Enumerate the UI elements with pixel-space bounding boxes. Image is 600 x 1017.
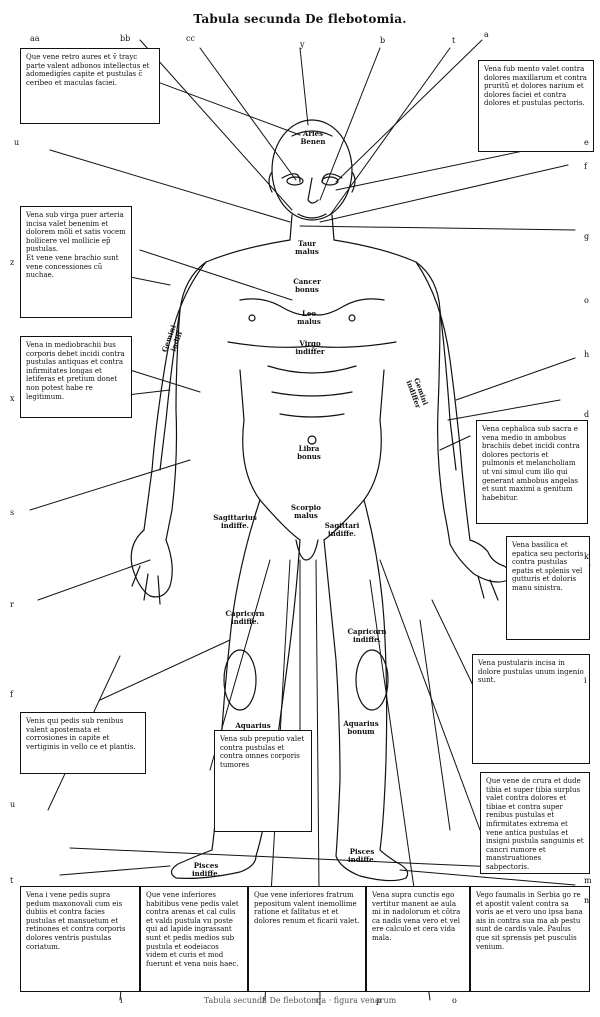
- letter-k: k: [584, 552, 589, 561]
- page-title: Tabula secunda De flebotomia.: [193, 12, 407, 26]
- letter-e: e: [584, 138, 589, 147]
- text-box-right-3: Vena basilica et epatica seu pectoris co…: [506, 536, 590, 640]
- label-pisces-left: Pisces indiffe.: [192, 861, 220, 878]
- letter-t-left: t: [10, 876, 14, 885]
- text-box-left-2: Vena sub virga puer arteria incisa valet…: [20, 206, 132, 318]
- letter-m: m: [584, 876, 592, 885]
- text-box-left-3: Vena in mediobrachii bus corporis debet …: [20, 336, 132, 418]
- label-aries: Aries Benen: [300, 129, 326, 146]
- text-box-center: Vena sub preputio valet contra pustulas …: [214, 730, 312, 832]
- head: [268, 119, 356, 221]
- text-box-left-4: Venis qui pedis sub renibus valent apost…: [20, 712, 146, 774]
- label-leo: Leo malus: [297, 309, 321, 326]
- letter-bb: bb: [120, 34, 131, 43]
- label-aquarius-right: Aquarius bonum: [343, 719, 379, 736]
- letter-f-bottom: f: [262, 996, 265, 1005]
- label-scorpio: Scorpio malus: [291, 503, 321, 520]
- text-box-right-4: Vena pustularis incisa in dolore pustula…: [472, 654, 590, 764]
- left-arm: [130, 261, 207, 605]
- letter-b: b: [380, 36, 386, 45]
- label-libra: Libra bonus: [297, 444, 321, 461]
- text-box-bottom-3: Que vene inferiores fratrum pepositum va…: [248, 886, 366, 992]
- letter-f-left: f: [10, 690, 13, 699]
- label-sagittarius-left: Sagittarius indiffe.: [213, 513, 257, 530]
- letter-s: s: [10, 508, 15, 517]
- letter-h: h: [584, 350, 590, 359]
- text-box-bottom-2: Que vene inferiores habitibus vene pedis…: [140, 886, 248, 992]
- letter-g: g: [584, 232, 590, 241]
- text-box-right-5: Que vene de crura et dude tibia et super…: [480, 772, 590, 874]
- letter-z: z: [10, 258, 15, 267]
- letter-d: d: [584, 410, 590, 419]
- letter-u: u: [14, 138, 20, 147]
- letter-t: t: [452, 36, 456, 45]
- text-box-top-left: Que vene retro aures et ṽ trayc parte v…: [20, 48, 160, 124]
- letter-o-bottom: o: [452, 996, 457, 1005]
- letter-y: y: [300, 40, 305, 49]
- torso: [159, 239, 457, 561]
- letter-x: x: [10, 394, 15, 403]
- label-cancer: Cancer bonus: [293, 277, 321, 294]
- letter-q: q: [316, 996, 322, 1005]
- text-box-top-right: Vena fub mento valet contra dolores maxi…: [478, 60, 594, 152]
- neck: [289, 214, 335, 241]
- label-taurus: Taur malus: [295, 239, 319, 256]
- letter-u-left: u: [10, 800, 16, 809]
- label-capricornus-left: Capricorn indiffe.: [225, 609, 265, 626]
- label-capricornus-right: Capricorn indiffe.: [347, 627, 387, 644]
- letter-r: r: [10, 600, 14, 609]
- letter-a: a: [484, 30, 489, 39]
- letter-n: n: [584, 896, 590, 905]
- letter-aa: aa: [30, 34, 40, 43]
- text-box-right-2: Vena cephalica sub sacra e vena medio in…: [476, 420, 588, 524]
- label-virgo: Virgo indiffer: [295, 339, 325, 356]
- letter-cc: cc: [186, 34, 195, 43]
- text-box-bottom-4: Vena supra cunctis ego vertitur manent a…: [366, 886, 470, 992]
- letter-f: f: [584, 162, 587, 171]
- page-caption: Tabula secunda De flebotomia · figura ve…: [203, 996, 397, 1005]
- letter-i-bottom: i: [120, 996, 123, 1005]
- text-box-bottom-1: Vena i vene pedis supra pedum maxonovali…: [20, 886, 140, 992]
- label-pisces-right: Pisces indiffe.: [348, 847, 376, 864]
- letter-p: p: [376, 996, 382, 1005]
- text-box-bottom-5: Vego faumalis in Serbia go re et apostit…: [470, 886, 590, 992]
- letter-i: i: [584, 676, 587, 685]
- letter-o: o: [584, 296, 589, 305]
- label-sagittarius-right: Sagittari indiffe.: [324, 521, 360, 538]
